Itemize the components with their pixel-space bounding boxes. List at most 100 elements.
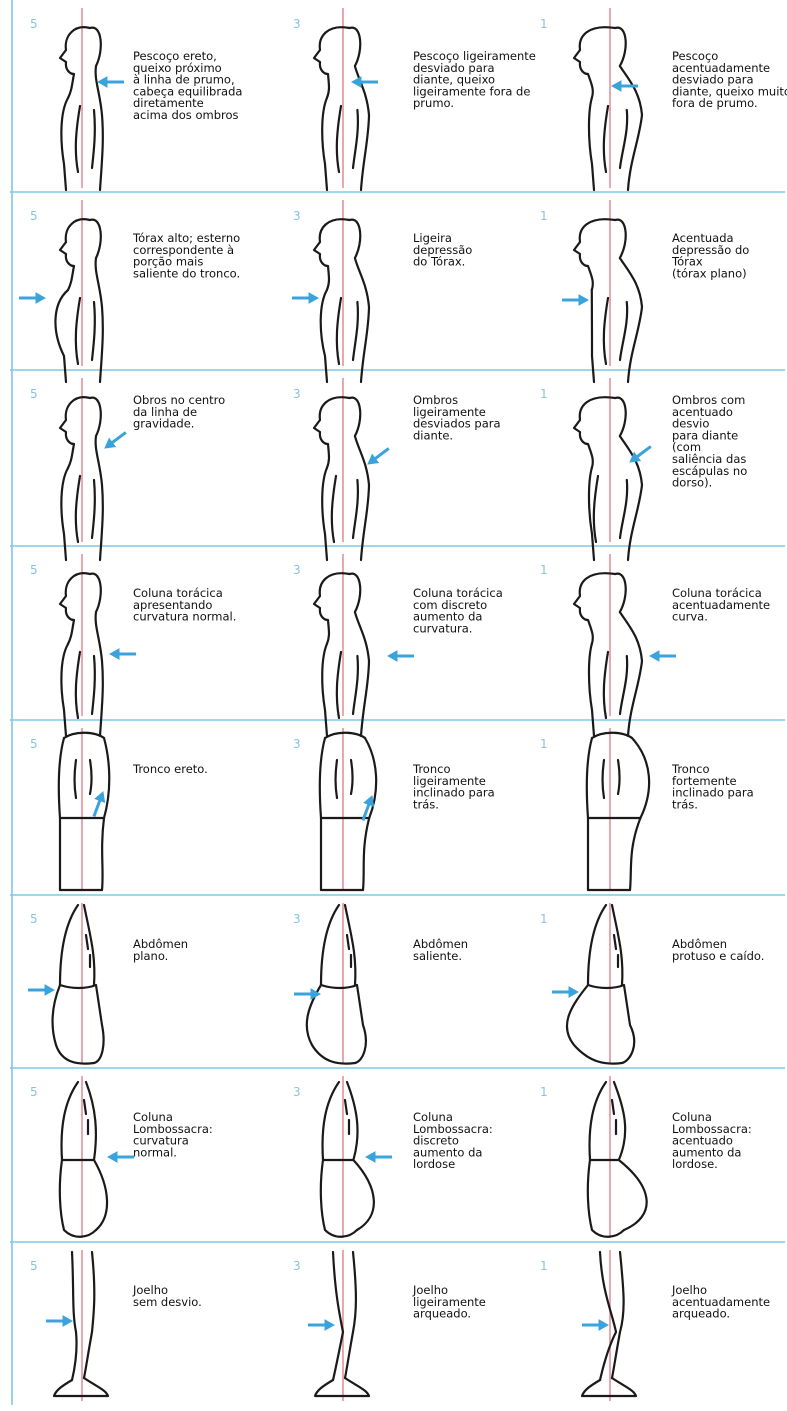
description-text: Joelhoacentuadamentearqueado. [671, 1283, 770, 1321]
arrow-head [352, 77, 361, 87]
figure-outline [587, 738, 592, 890]
posture-figure [314, 27, 369, 190]
row-separators [10, 0, 785, 1405]
figure-outline [76, 106, 80, 172]
description-text: Troncofortementeinclinado paratrás. [671, 762, 754, 811]
description-text: Coluna torácicaapresentandocurvatura nor… [133, 586, 236, 624]
posture-figure [574, 573, 642, 736]
figure-outline [325, 733, 365, 738]
figure-outline [574, 573, 615, 644]
description-text: Obros no centroda linha degravidade. [133, 393, 225, 431]
arrow-head [366, 1152, 375, 1162]
description-text: Coluna torácicacom discretoaumento dacur… [413, 586, 503, 635]
arrow-head [612, 81, 621, 91]
row-lumbosacral-spine: 5ColunaLombossacra:curvaturanormal. 3Colu… [30, 1076, 752, 1238]
figure-outline [345, 905, 355, 985]
row-neck: 5Pescoço ereto,queixo próximoà linha de … [30, 8, 787, 190]
figure-outline [620, 110, 627, 168]
figure-outline [567, 905, 622, 1064]
posture-figure [321, 1082, 374, 1237]
figure-outline [92, 110, 95, 168]
row-trunk: 5Tronco ereto.3Troncoligeiramenteinclina… [30, 728, 754, 891]
figure-outline [61, 98, 68, 190]
description-line: plano. [133, 949, 168, 963]
cell-lumbosacral-spine-2: 1ColunaLombossacra:acentuadoaumento dalo… [540, 1076, 752, 1238]
score-digit: 3 [293, 912, 301, 926]
figure-outline [84, 1252, 94, 1378]
posture-figure [55, 219, 102, 382]
figure-outline [589, 644, 594, 736]
figure-outline [351, 760, 353, 794]
direction-arrow [388, 651, 414, 661]
arrow-head [364, 796, 373, 806]
description-line: trás. [413, 797, 439, 811]
description-line: sem desvio. [133, 1295, 202, 1309]
figure-outline [620, 480, 627, 538]
description-line: do Tórax. [413, 255, 465, 269]
posture-figure [567, 905, 634, 1064]
score-digit: 5 [30, 209, 38, 223]
score-digit: 3 [293, 1085, 301, 1099]
posture-figure [53, 905, 104, 1064]
score-digit: 1 [540, 563, 548, 577]
figure-outline [76, 298, 80, 364]
figure-outline [314, 573, 350, 644]
figure-outline [53, 905, 94, 1064]
figure-outline [612, 905, 622, 985]
figure-outline [620, 302, 627, 360]
figure-outline [307, 905, 355, 1064]
description-text: Pescoço ereto,queixo próximoà linha de p… [133, 49, 242, 122]
posture-figure [587, 733, 649, 890]
figure-outline [345, 1100, 349, 1134]
score-digit: 3 [293, 1259, 301, 1273]
figure-outline [314, 219, 350, 290]
arrow-head [388, 651, 397, 661]
direction-arrow [94, 792, 105, 816]
cell-trunk-2: 1Troncofortementeinclinado paratrás. [540, 728, 754, 891]
figure-outline [353, 110, 358, 168]
cell-lumbosacral-spine-0: 5ColunaLombossacra:curvaturanormal. [30, 1076, 213, 1238]
cell-lumbosacral-spine-1: 3ColunaLombossacra:discretoaumento dalor… [293, 1076, 493, 1238]
figure-outline [604, 106, 608, 172]
score-digit: 5 [30, 1259, 38, 1273]
description-text: Pescoço ligeiramentedesviado paradiante,… [413, 49, 536, 110]
figure-outline [84, 905, 94, 985]
cell-shoulders-1: 3Ombrosligeiramentedesviados paradiante. [293, 378, 501, 560]
description-line: dorso). [672, 476, 712, 490]
cell-trunk-0: 5Tronco ereto. [30, 728, 208, 891]
direction-arrow [582, 1320, 608, 1330]
description-line: acima dos ombros [133, 108, 239, 122]
cell-knee-1: 3Joelholigeiramentearqueado. [293, 1250, 486, 1401]
description-text: Joelhosem desvio. [132, 1283, 202, 1309]
cell-neck-1: 3Pescoço ligeiramentedesviado paradiante… [293, 8, 536, 190]
direction-arrow [108, 1152, 134, 1162]
cell-abdomen-1: 3Abdômensaliente. [293, 903, 468, 1064]
figure-outline [60, 573, 90, 644]
description-line: curva. [672, 610, 708, 624]
score-digit: 1 [540, 387, 548, 401]
cell-abdomen-2: 1Abdômenprotuso e caído. [540, 903, 764, 1064]
arrow-head [36, 293, 45, 303]
figure-outline [337, 652, 341, 718]
figure-outline [60, 397, 90, 468]
description-text: Joelholigeiramentearqueado. [412, 1283, 486, 1321]
row-knee: 5Joelhosem desvio. 3Joelholigeiramentearq… [30, 1250, 770, 1401]
description-text: Pescoçoacentuadamentedesviado paradiante… [672, 49, 787, 110]
figure-outline [92, 302, 95, 360]
figure-outline [337, 106, 341, 172]
description-line: lordose. [672, 1157, 718, 1171]
description-text: Ombrosligeiramentedesviados paradiante. [413, 393, 501, 442]
direction-arrow [552, 987, 578, 997]
figure-outline [86, 1082, 107, 1230]
figure-outline [64, 733, 104, 738]
cell-thoracic-spine-0: 5Coluna torácicaapresentandocurvatura no… [30, 554, 236, 736]
description-text: Coluna torácicaacentuadamentecurva. [672, 586, 770, 624]
description-line: diante. [413, 428, 453, 442]
figure-outline [60, 27, 90, 98]
score-digit: 3 [293, 17, 301, 31]
figure-outline [92, 480, 95, 538]
cell-shoulders-2: 1Ombros comacentuadodesviopara diante(co… [540, 378, 747, 560]
figure-outline [76, 652, 80, 718]
figure-outline [612, 1252, 624, 1378]
